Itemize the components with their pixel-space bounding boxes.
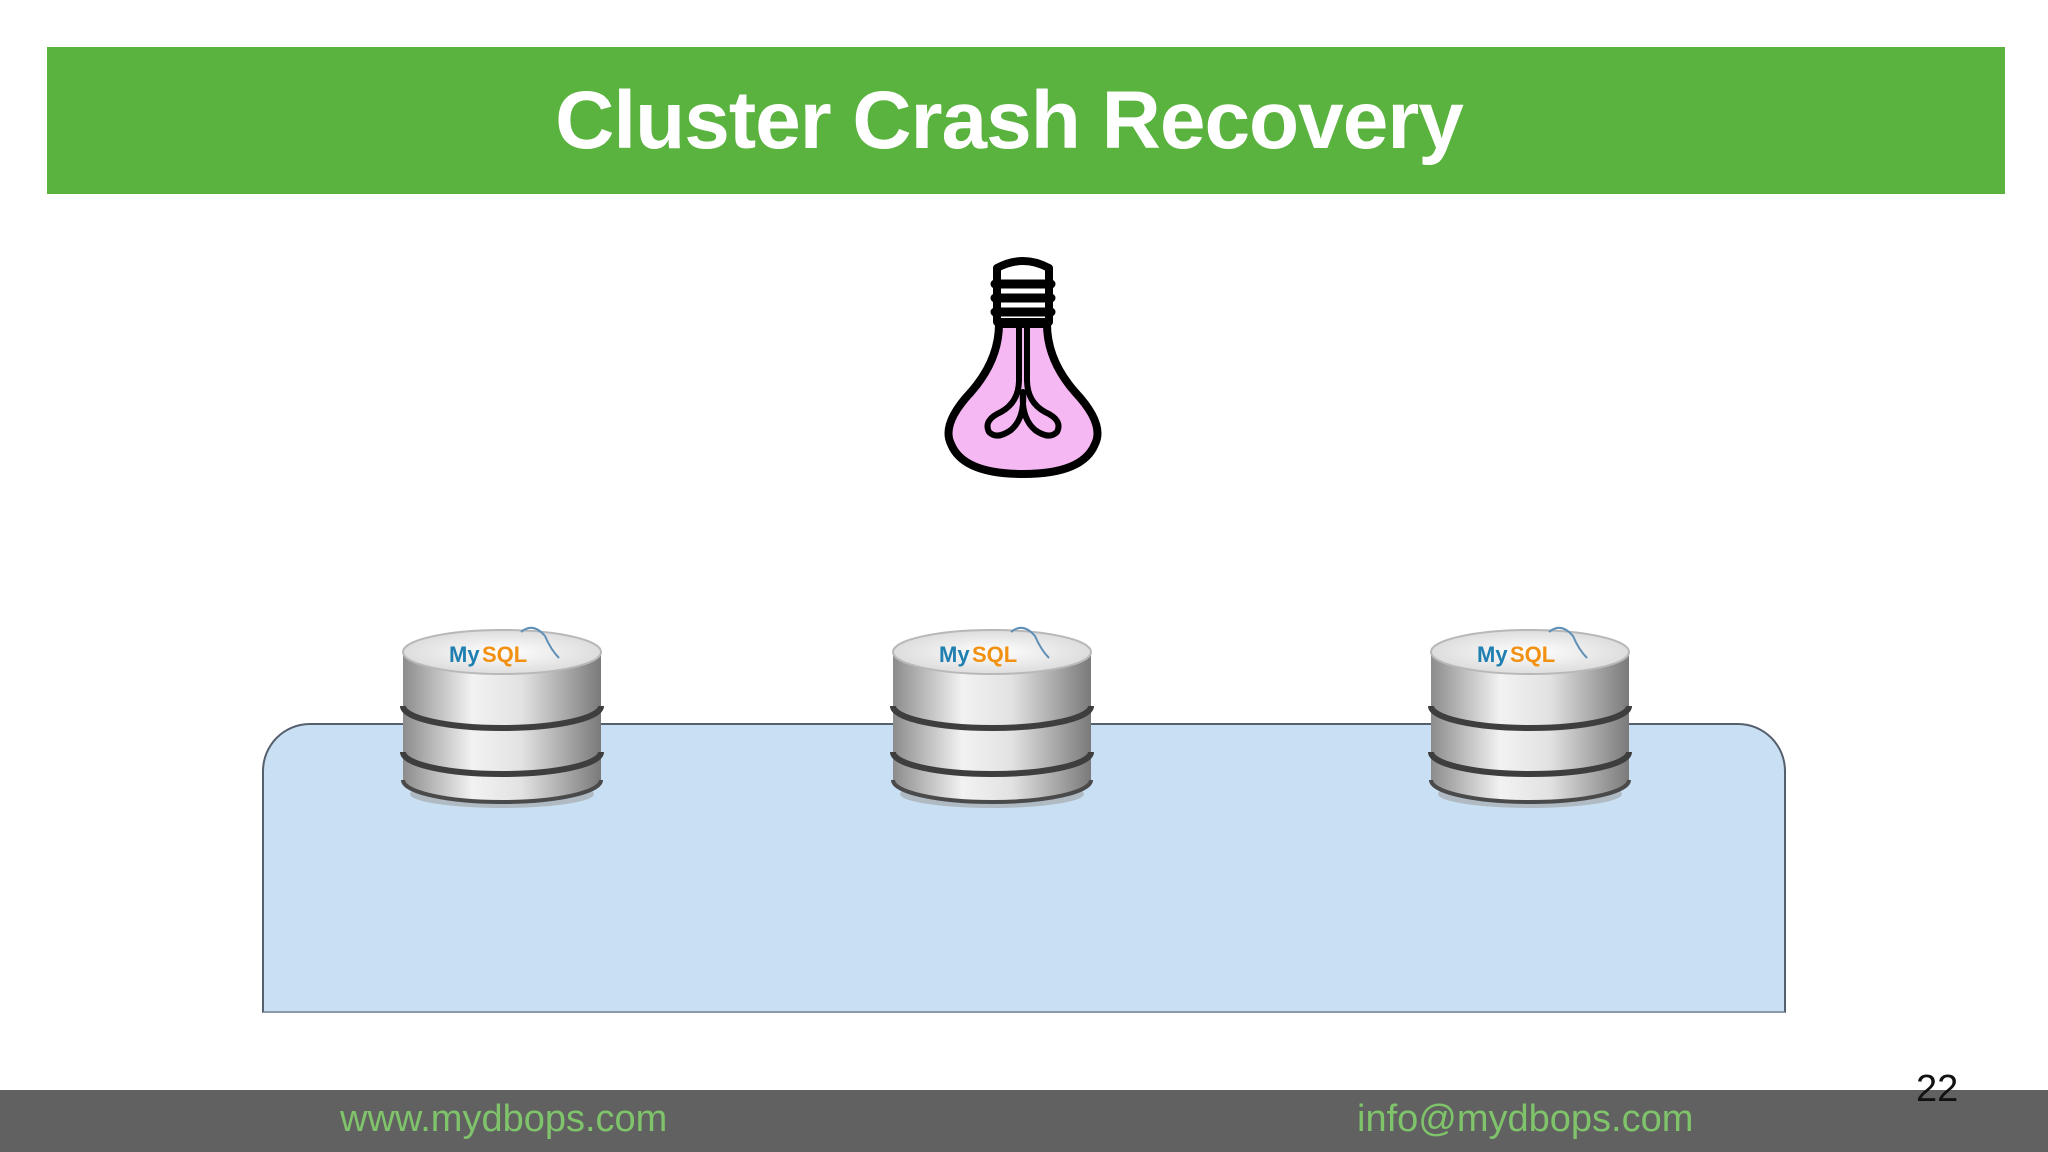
slide-title: Cluster Crash Recovery [555, 74, 1464, 166]
svg-text:SQL: SQL [1510, 642, 1555, 667]
svg-text:My: My [939, 642, 970, 667]
mysql-database-icon: My SQL [400, 626, 604, 808]
svg-text:My: My [449, 642, 480, 667]
lightbulb-icon [944, 257, 1102, 478]
page-number: 22 [1916, 1068, 1959, 1110]
svg-text:SQL: SQL [482, 642, 527, 667]
title-bar: Cluster Crash Recovery [47, 47, 2005, 194]
svg-text:SQL: SQL [972, 642, 1017, 667]
footer-bar [0, 1090, 2048, 1152]
footer-website-link[interactable]: www.mydbops.com [340, 1098, 668, 1140]
svg-text:My: My [1477, 642, 1508, 667]
mysql-database-icon: My SQL [890, 626, 1094, 808]
mysql-database-icon: My SQL [1428, 626, 1632, 808]
footer-email-link[interactable]: info@mydbops.com [1357, 1098, 1694, 1140]
